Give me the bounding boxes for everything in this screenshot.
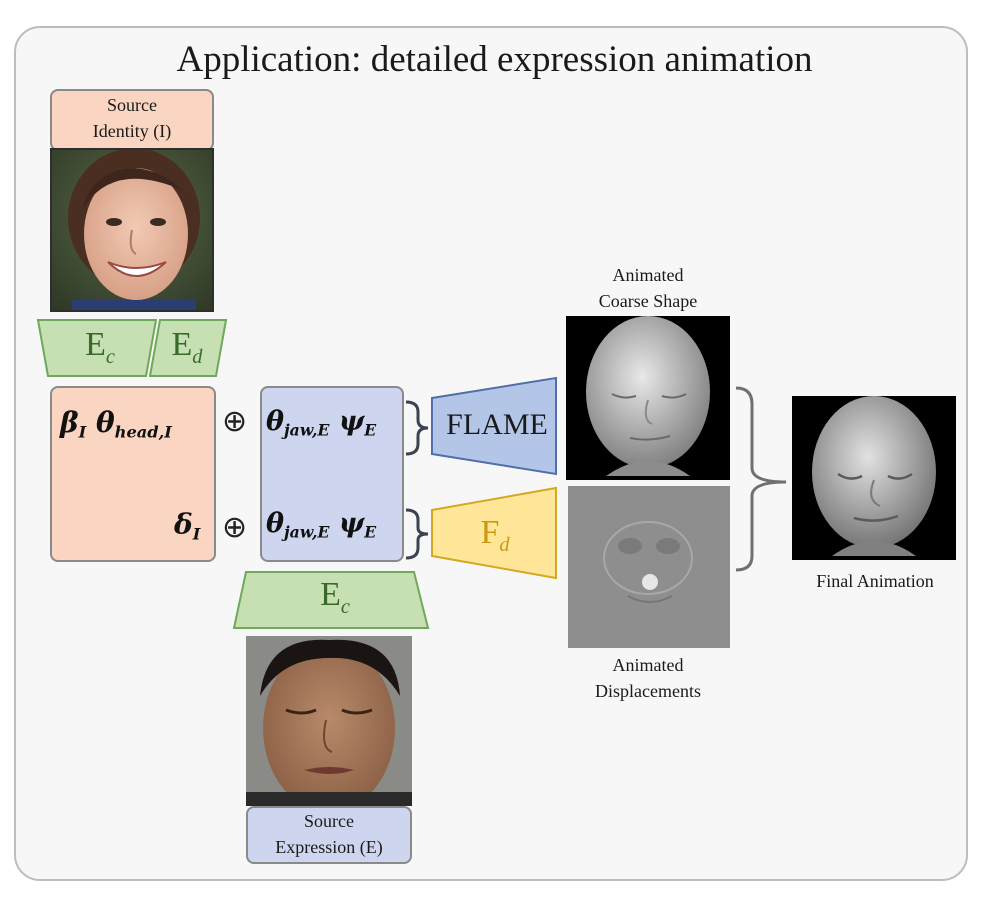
theta-head-symbol: θ (95, 406, 115, 439)
beta-sub: I (78, 422, 87, 442)
theta-jaw-sub-top: jaw,E (284, 420, 330, 440)
source-expression-label-box (246, 806, 412, 864)
flame-decoder-label: FLAME (446, 408, 548, 441)
source-identity-line2: Identity (I) (92, 121, 172, 141)
coarse-shape-line2: Coarse Shape (598, 291, 698, 311)
encoder-coarse-expression-label: Ec (280, 576, 390, 619)
diagram-title: Application: detailed expression animati… (176, 39, 813, 80)
final-animation-render (792, 396, 956, 560)
encoder-coarse-expression-shape (232, 571, 430, 629)
oplus-bottom: ⊕ (222, 510, 248, 545)
displacement-render (568, 486, 730, 648)
detail-brace (405, 508, 429, 560)
delta-symbol: δ (174, 508, 193, 541)
beta-symbol: β (60, 406, 79, 439)
source-identity-label: Source Identity (I) (50, 92, 214, 144)
oplus-top: ⊕ (222, 404, 248, 439)
theta-jaw-symbol-top: θ (266, 406, 285, 437)
psi-symbol-bottom: ψ (338, 508, 365, 539)
encoder-detail-identity-label: Ed (156, 326, 218, 369)
psi-sub-top: E (364, 420, 377, 440)
source-expression-line1: Source (304, 811, 354, 831)
final-animation-label: Final Animation (816, 571, 934, 591)
encoder-coarse-expression-letter: E (320, 576, 341, 613)
source-expression-photo (246, 636, 412, 806)
theta-jaw-symbol-bottom: θ (266, 508, 285, 539)
flame-brace (405, 400, 429, 456)
coarse-shape-render (566, 316, 730, 480)
expression-params-box (260, 386, 404, 562)
encoder-coarse-identity-label: Ec (60, 326, 140, 369)
detail-decoder-sub: d (499, 533, 510, 556)
psi-sub-bottom: E (364, 522, 377, 542)
psi-symbol-top: ψ (338, 406, 365, 437)
source-expression-label: Source Expression (E) (246, 808, 412, 860)
coarse-shape-label: Animated Coarse Shape (566, 262, 730, 314)
expression-jaw-exp-top: θjaw,E ψE (266, 406, 376, 439)
theta-jaw-sub-bottom: jaw,E (284, 522, 330, 542)
theta-head-sub: head,I (114, 422, 172, 442)
source-identity-photo (50, 148, 214, 312)
encoder-detail-identity-sub: d (192, 345, 203, 368)
detail-decoder-label: Fd (440, 514, 550, 557)
displacement-line1: Animated (612, 655, 684, 675)
source-expression-line2: Expression (E) (275, 837, 383, 857)
displacement-label: Animated Displacements (566, 652, 730, 704)
coarse-shape-line1: Animated (612, 265, 684, 285)
encoder-coarse-identity-shape (36, 319, 158, 377)
expression-jaw-exp-bottom: θjaw,E ψE (266, 508, 376, 541)
encoder-coarse-identity-sub: c (105, 345, 115, 368)
detail-decoder-shape (431, 486, 557, 580)
flame-decoder-shape (431, 376, 557, 476)
encoder-detail-identity-letter: E (171, 326, 193, 363)
detail-decoder-letter: F (480, 514, 500, 551)
encoder-coarse-expression-sub: c (340, 595, 350, 618)
encoder-detail-identity-shape (148, 319, 228, 377)
identity-detail-code: δI (174, 508, 200, 544)
encoder-coarse-identity-letter: E (85, 326, 106, 363)
combine-brace (735, 386, 787, 572)
delta-sub: I (192, 524, 201, 544)
identity-params-box (50, 386, 216, 562)
displacement-line2: Displacements (595, 681, 701, 701)
identity-shape-pose: βI θhead,I (60, 406, 172, 442)
source-identity-line1: Source (107, 95, 157, 115)
